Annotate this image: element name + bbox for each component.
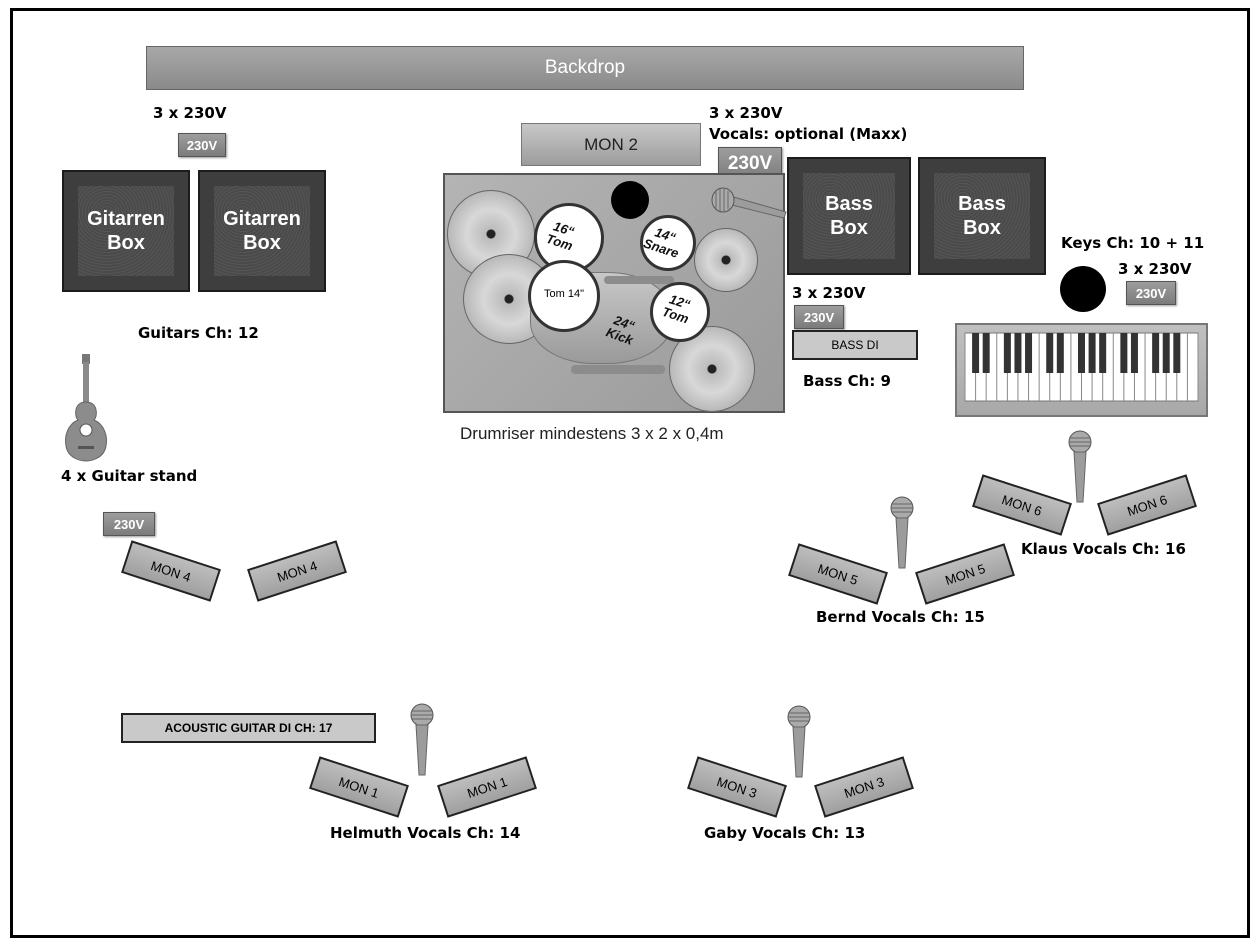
black-key	[1130, 333, 1138, 373]
cabinet-label: Gitarren	[87, 208, 165, 230]
keys-socket: 230V	[1126, 281, 1176, 305]
black-key	[1152, 333, 1160, 373]
guitars-channel-label: Guitars Ch: 12	[138, 324, 259, 342]
bernd-vocals-label: Bernd Vocals Ch: 15	[816, 608, 985, 626]
drum-vocal-mic-icon	[711, 187, 787, 219]
black-key	[982, 333, 990, 373]
mon4-socket: 230V	[103, 512, 155, 536]
black-key	[1003, 333, 1011, 373]
vocals-optional-label: Vocals: optional (Maxx)	[709, 125, 908, 143]
cabinet-label: Box	[107, 232, 145, 254]
acoustic-guitar-di-box: ACOUSTIC GUITAR DI CH: 17	[121, 713, 376, 743]
cabinet-label: Box	[963, 217, 1001, 239]
klaus-mic-icon	[1068, 430, 1092, 503]
backdrop: Backdrop	[146, 46, 1024, 90]
gaby-vocals-label: Gaby Vocals Ch: 13	[704, 824, 866, 842]
black-key	[1056, 333, 1064, 373]
tom-14	[528, 260, 600, 332]
cabinet-label: Box	[243, 232, 281, 254]
black-key	[1025, 333, 1033, 373]
black-key	[1046, 333, 1054, 373]
black-key	[972, 333, 980, 373]
black-key	[1088, 333, 1096, 373]
guitars-socket: 230V	[178, 133, 226, 157]
drums-power-label: 3 x 230V	[709, 104, 783, 122]
acoustic-guitar-icon	[65, 354, 107, 462]
black-key	[1162, 333, 1170, 373]
cabinet-label: Box	[830, 217, 868, 239]
cabinet-label: Gitarren	[223, 208, 301, 230]
keys-power-label: 3 x 230V	[1118, 260, 1192, 278]
klaus-vocals-label: Klaus Vocals Ch: 16	[1021, 540, 1186, 558]
guitar-stand-label: 4 x Guitar stand	[61, 467, 198, 485]
bass-channel-label: Bass Ch: 9	[803, 372, 891, 390]
cabinet-label: Bass	[958, 193, 1006, 215]
keys-channel-label: Keys Ch: 10 + 11	[1061, 234, 1205, 252]
cymbal-right-top	[694, 228, 758, 292]
bass-socket: 230V	[794, 305, 844, 329]
bass-power-label: 3 x 230V	[792, 284, 866, 302]
helmuth-vocals-label: Helmuth Vocals Ch: 14	[330, 824, 521, 842]
riser-bar-top	[604, 276, 674, 284]
black-key	[1014, 333, 1022, 373]
black-key	[1173, 333, 1181, 373]
guitars-power-label: 3 x 230V	[153, 104, 227, 122]
keyboard-keys-icon	[964, 332, 1199, 402]
keyboard	[955, 323, 1208, 417]
black-key	[1099, 333, 1107, 373]
riser-bar-bottom	[571, 365, 665, 374]
snare-14	[640, 215, 696, 271]
keys-black-circle	[1060, 266, 1106, 312]
bass-di-box: BASS DI	[792, 330, 918, 360]
helmuth-mic-icon	[410, 703, 434, 776]
cabinet-label: Bass	[825, 193, 873, 215]
monitor-2: MON 2	[521, 123, 701, 166]
black-key	[1120, 333, 1128, 373]
bernd-mic-icon	[890, 496, 914, 569]
gaby-mic-icon	[787, 705, 811, 778]
tom-12	[650, 282, 710, 342]
black-key	[1078, 333, 1085, 373]
drum-riser-black-circle	[611, 181, 649, 219]
tom-14-label: Tom 14"	[544, 288, 584, 300]
drum-riser-caption: Drumriser mindestens 3 x 2 x 0,4m	[460, 424, 724, 443]
